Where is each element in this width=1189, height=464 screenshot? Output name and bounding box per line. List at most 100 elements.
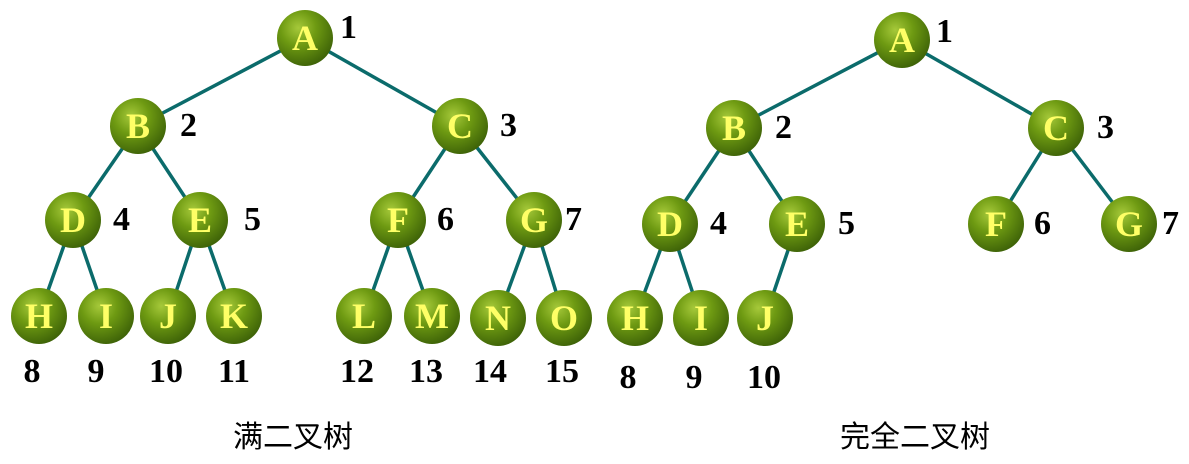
node-circle [642, 196, 698, 252]
node-circle [404, 288, 460, 344]
full-node-number-2: 2 [180, 107, 197, 144]
complete-node-number-1: 1 [936, 13, 953, 50]
full-node-number-10: 10 [149, 353, 183, 390]
full-node-l: L [336, 288, 392, 344]
node-circle [45, 192, 101, 248]
node-circle [506, 192, 562, 248]
node-letter: E [188, 200, 212, 240]
complete-node-number-8: 8 [620, 359, 637, 396]
node-circle [110, 98, 166, 154]
node-letter: E [785, 204, 809, 244]
node-circle [769, 196, 825, 252]
full-tree-caption: 满二叉树 [233, 420, 353, 455]
edges-layer [37, 36, 1131, 319]
complete-node-number-5: 5 [838, 205, 855, 242]
full-node-i: I [78, 288, 134, 344]
node-letter: O [550, 298, 578, 338]
node-circle [536, 290, 592, 346]
node-letter: I [99, 296, 113, 336]
full-node-number-12: 12 [340, 353, 374, 390]
node-circle [140, 288, 196, 344]
complete-node-i: I [673, 290, 729, 346]
complete-tree-caption: 完全二叉树 [840, 420, 990, 455]
node-letter: F [985, 204, 1007, 244]
full-node-number-6: 6 [437, 201, 454, 238]
complete-node-number-3: 3 [1097, 109, 1114, 146]
full-node-number-9: 9 [88, 353, 105, 390]
complete-node-f: F [968, 196, 1024, 252]
full-node-number-3: 3 [500, 107, 517, 144]
complete-node-number-2: 2 [775, 109, 792, 146]
complete-node-j: J [737, 290, 793, 346]
node-letter: H [621, 298, 649, 338]
full-node-d: D [45, 192, 101, 248]
node-letter: C [447, 106, 473, 146]
node-letter: L [352, 296, 376, 336]
node-circle [737, 290, 793, 346]
complete-node-a: A [874, 12, 930, 68]
full-node-number-11: 11 [218, 353, 250, 390]
complete-node-g: G [1101, 196, 1157, 252]
complete-node-number-10: 10 [747, 359, 781, 396]
full-node-number-7: 7 [565, 201, 582, 238]
full-node-o: O [536, 290, 592, 346]
full-node-number-1: 1 [340, 9, 357, 46]
node-letter: B [126, 106, 150, 146]
node-circle [968, 196, 1024, 252]
node-circle [432, 98, 488, 154]
node-circle [206, 288, 262, 344]
node-letter: D [657, 204, 683, 244]
node-letter: N [485, 298, 511, 338]
full-node-g: G [506, 192, 562, 248]
node-letter: C [1043, 108, 1069, 148]
node-circle [336, 288, 392, 344]
complete-node-e: E [769, 196, 825, 252]
node-letter: D [60, 200, 86, 240]
complete-node-h: H [607, 290, 663, 346]
node-letter: G [1115, 204, 1143, 244]
complete-edge-a-c [901, 38, 1057, 130]
full-edge-a-c [304, 36, 461, 128]
full-node-f: F [370, 192, 426, 248]
node-circle [11, 288, 67, 344]
node-letter: M [415, 296, 449, 336]
node-letter: F [387, 200, 409, 240]
full-node-number-4: 4 [113, 201, 130, 238]
node-circle [706, 100, 762, 156]
node-letter: H [25, 296, 53, 336]
full-node-number-14: 14 [473, 353, 507, 390]
node-letter: A [292, 18, 318, 58]
node-circle [277, 10, 333, 66]
node-circle [470, 290, 526, 346]
complete-node-number-6: 6 [1034, 205, 1051, 242]
complete-node-b: B [706, 100, 762, 156]
full-node-j: J [140, 288, 196, 344]
full-node-number-5: 5 [244, 201, 261, 238]
complete-node-number-9: 9 [686, 359, 703, 396]
node-circle [1101, 196, 1157, 252]
full-edge-a-b [137, 36, 306, 128]
node-letter: K [220, 296, 248, 336]
full-node-m: M [404, 288, 460, 344]
node-letter: A [889, 20, 915, 60]
complete-node-c: C [1028, 100, 1084, 156]
full-node-h: H [11, 288, 67, 344]
complete-node-d: D [642, 196, 698, 252]
node-circle [78, 288, 134, 344]
node-circle [370, 192, 426, 248]
complete-node-number-4: 4 [710, 205, 727, 242]
full-node-number-15: 15 [545, 353, 579, 390]
full-node-n: N [470, 290, 526, 346]
complete-node-number-7: 7 [1162, 205, 1179, 242]
node-circle [607, 290, 663, 346]
node-letter: I [694, 298, 708, 338]
node-circle [673, 290, 729, 346]
full-node-k: K [206, 288, 262, 344]
full-node-e: E [172, 192, 228, 248]
full-node-number-8: 8 [24, 353, 41, 390]
node-circle [874, 12, 930, 68]
node-circle [1028, 100, 1084, 156]
